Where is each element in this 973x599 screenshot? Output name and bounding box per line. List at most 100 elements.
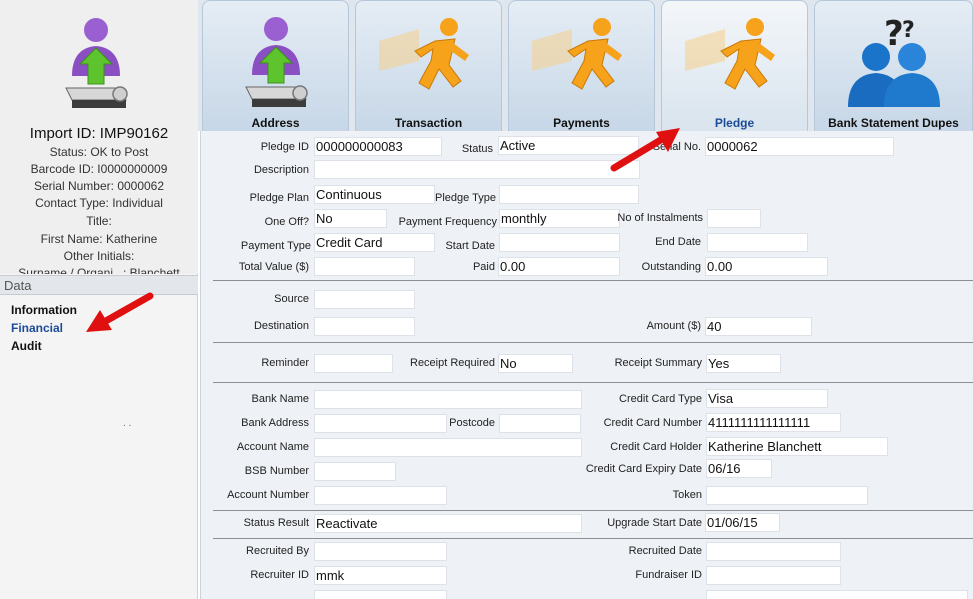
end-date-field[interactable] — [707, 233, 808, 252]
barcode-line: Barcode ID: I0000000009 — [30, 162, 168, 176]
credit-card-holder-field[interactable]: Katherine Blanchett — [706, 437, 888, 456]
tab-pledge[interactable]: Pledge — [661, 0, 808, 131]
status-line: Status: OK to Post — [49, 145, 149, 159]
tab-address-label: Address — [251, 116, 300, 130]
credit-card-expiry-label: Credit Card Expiry Date — [585, 463, 702, 475]
pledge-plan-field[interactable]: Continuous — [314, 185, 435, 204]
credit-card-type-field[interactable]: Visa — [706, 389, 828, 408]
one-off-label: One Off? — [264, 216, 309, 228]
token-field[interactable] — [706, 486, 868, 505]
destination-label: Destination — [253, 320, 309, 332]
status-field[interactable]: Active — [498, 136, 639, 155]
first-name-line: First Name: Katherine — [40, 232, 158, 246]
bank-name-field[interactable] — [314, 390, 582, 409]
end-date-label: End Date — [655, 236, 701, 248]
destination-field[interactable] — [314, 317, 415, 336]
bank-address-field[interactable] — [314, 414, 447, 433]
receipt-required-label: Receipt Required — [410, 357, 495, 369]
payment-type-label: Payment Type — [240, 240, 311, 252]
sidebar-item-audit[interactable]: Audit — [11, 339, 42, 353]
pledge-type-field[interactable] — [499, 185, 639, 204]
one-off-field[interactable]: No — [314, 209, 387, 228]
description-label: Description — [253, 164, 309, 176]
fundraiser-id-label: Fundraiser ID — [635, 569, 702, 581]
divider — [213, 382, 973, 383]
total-value-label: Total Value ($) — [238, 261, 309, 273]
credit-card-number-label: Credit Card Number — [603, 417, 702, 429]
tab-bar: Address Transaction Payments Pledge — [198, 0, 973, 131]
import-user-icon — [65, 18, 128, 108]
recruited-date-field[interactable] — [706, 542, 841, 561]
svg-text:?: ? — [884, 14, 904, 54]
tab-address[interactable]: Address — [202, 0, 349, 131]
account-name-label: Account Name — [236, 441, 309, 453]
outstanding-field[interactable]: 0.00 — [705, 257, 828, 276]
recruiter-id-field[interactable]: mmk — [314, 566, 447, 585]
recruited-by-field[interactable] — [314, 542, 447, 561]
bank-name-label: Bank Name — [251, 393, 309, 405]
divider — [213, 510, 973, 511]
paid-field[interactable]: 0.00 — [498, 257, 620, 276]
payment-type-field[interactable]: Credit Card — [314, 233, 435, 252]
reminder-field[interactable] — [314, 354, 393, 373]
import-id: Import ID: IMP90162 — [29, 125, 169, 142]
sidebar-item-information[interactable]: Information — [11, 303, 77, 317]
other-initials-line: Other Initials: — [63, 249, 135, 263]
tab-payments[interactable]: Payments — [508, 0, 655, 131]
import-user-icon — [244, 17, 308, 107]
receipt-summary-label: Receipt Summary — [614, 357, 702, 369]
account-number-label: Account Number — [227, 489, 309, 501]
status-result-field[interactable]: Reactivate — [314, 514, 582, 533]
bsb-number-field[interactable] — [314, 462, 396, 481]
total-value-field[interactable] — [314, 257, 415, 276]
sidebar-item-financial[interactable]: Financial — [11, 321, 64, 335]
paid-label: Paid — [472, 261, 495, 273]
bsb-number-label: BSB Number — [244, 465, 309, 477]
tab-transaction-label: Transaction — [394, 116, 463, 130]
bank-address-label: Bank Address — [241, 417, 309, 429]
credit-card-type-label: Credit Card Type — [619, 393, 702, 405]
contact-type-line: Contact Type: Individual — [35, 196, 163, 210]
start-date-field[interactable] — [499, 233, 620, 252]
credit-card-expiry-field[interactable]: 06/16 — [706, 459, 772, 478]
description-field[interactable] — [314, 160, 640, 179]
ellipsis-dots: . . — [123, 418, 132, 429]
tab-bank-statement-dupes[interactable]: ? ? Bank Statement Dupes — [814, 0, 973, 131]
title-line: Title: — [86, 214, 112, 228]
fundraiser-id-field[interactable] — [706, 566, 841, 585]
no-of-instalments-field[interactable] — [707, 209, 761, 228]
outstanding-label: Outstanding — [641, 261, 701, 273]
recruited-date-label: Recruited Date — [628, 545, 702, 557]
tab-transaction[interactable]: Transaction — [355, 0, 502, 131]
svg-text:?: ? — [902, 18, 915, 43]
receipt-summary-field[interactable]: Yes — [706, 354, 781, 373]
running-man-icon — [684, 18, 775, 90]
amount-field[interactable]: 40 — [705, 317, 812, 336]
no-of-instalments-label: No of Instalments — [617, 212, 703, 224]
upgrade-start-date-field[interactable]: 01/06/15 — [705, 513, 780, 532]
surname-line: Surname / Organi...: Blanchett — [18, 266, 180, 274]
postcode-field[interactable] — [499, 414, 581, 433]
cut-off-field[interactable] — [314, 590, 447, 599]
source-field[interactable] — [314, 290, 415, 309]
serial-no-field[interactable]: 0000062 — [705, 137, 894, 156]
pledge-type-label: Pledge Type — [435, 192, 496, 204]
account-name-field[interactable] — [314, 438, 582, 457]
record-summary: Import ID: IMP90162 Status: OK to Post B… — [0, 0, 198, 274]
pledge-id-label: Pledge ID — [260, 141, 309, 153]
payment-frequency-field[interactable]: monthly — [499, 209, 620, 228]
red-arrow-icon — [610, 128, 680, 172]
credit-card-number-field[interactable]: 4111111111111111 — [706, 413, 841, 432]
status-result-label: Status Result — [243, 517, 309, 529]
upgrade-start-date-label: Upgrade Start Date — [607, 517, 702, 529]
serial-line: Serial Number: 0000062 — [33, 179, 165, 193]
reminder-label: Reminder — [261, 357, 309, 369]
status-label: Status — [461, 143, 493, 155]
account-number-field[interactable] — [314, 486, 447, 505]
tab-bank-statement-dupes-label: Bank Statement Dupes — [828, 116, 959, 130]
pledge-id-field[interactable]: 000000000083 — [314, 137, 442, 156]
token-label: Token — [672, 489, 702, 501]
cut-off-field[interactable] — [706, 590, 968, 599]
pledge-plan-label: Pledge Plan — [249, 192, 309, 204]
receipt-required-field[interactable]: No — [498, 354, 573, 373]
